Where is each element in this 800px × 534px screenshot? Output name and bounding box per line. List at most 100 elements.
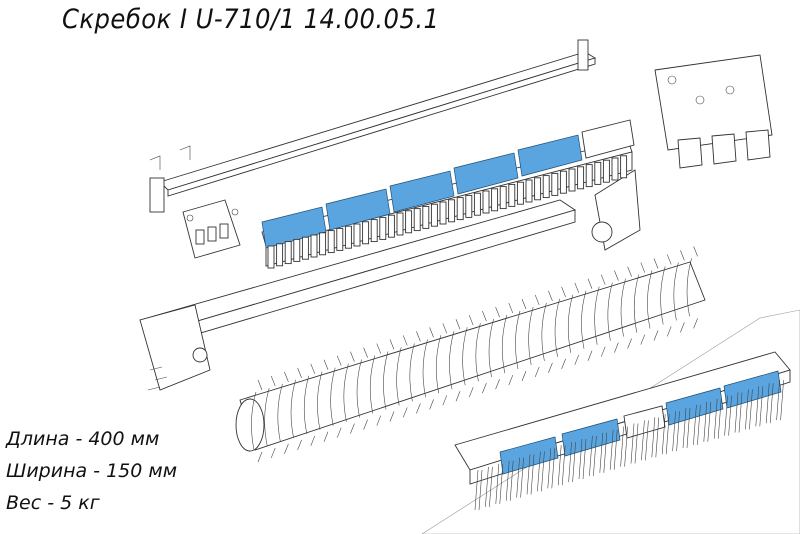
drawing-title: Скребок I U-710/1 14.00.05.1 [62, 4, 440, 35]
roller-tooth [449, 319, 461, 402]
scraper-tooth [611, 157, 619, 181]
inset-tooth [537, 451, 545, 492]
scraper-tooth [577, 166, 585, 190]
inset-tooth [630, 423, 639, 464]
scraper-tooth [499, 186, 507, 210]
scraper-tooth [516, 181, 524, 205]
inset-tooth [672, 411, 680, 452]
scraper-tooth [267, 245, 275, 269]
inset-tooth [474, 469, 483, 511]
scraper-tooth [542, 175, 550, 199]
roller-tooth [633, 262, 646, 345]
roller-tooth [383, 339, 395, 422]
roller-tooth [554, 286, 566, 369]
roller-tooth [290, 367, 302, 450]
inset-tooth [485, 466, 493, 507]
inset-tooth [589, 435, 597, 476]
inset-tooth [693, 404, 701, 445]
roller-tooth [317, 359, 329, 442]
roller-tooth [528, 294, 540, 378]
roller-tooth [264, 375, 276, 459]
roller-tooth [567, 282, 580, 365]
roller-tooth [462, 315, 474, 398]
right-detail-cluster [654, 54, 773, 169]
roller-tooth [581, 278, 593, 361]
spec-length: Длина - 400 мм [6, 428, 160, 450]
scraper-tooth [534, 177, 542, 201]
scraper-tooth [551, 172, 559, 196]
scraper-tooth [525, 179, 533, 203]
scraper-tooth [353, 223, 361, 247]
scraper-tooth [405, 210, 413, 234]
scraper-tooth [559, 170, 567, 194]
roller-tooth [686, 246, 698, 329]
inset-tooth [578, 438, 587, 480]
roller-tooth [594, 274, 606, 357]
spec-weight: Вес - 5 кг [6, 492, 100, 514]
roller-tooth [660, 254, 672, 337]
scraper-tooth [276, 243, 284, 267]
assembly-inset [421, 309, 800, 534]
scraper-teeth-row [267, 155, 628, 269]
scraper-tooth [370, 219, 378, 243]
inset-tooth [776, 380, 784, 421]
inset-tooth [745, 389, 753, 430]
scraper-tooth [491, 188, 499, 212]
side-bracket-left [139, 304, 211, 391]
left-detail-cluster [182, 199, 241, 259]
inset-tooth [713, 398, 722, 439]
roller-tooth [330, 355, 342, 438]
scraper-tooth [422, 205, 430, 229]
roller-tooth [673, 250, 685, 333]
inset-tooth [724, 395, 732, 436]
scraper-tooth [473, 192, 481, 216]
inset-tooth [516, 457, 524, 498]
scraper-tooth [379, 216, 387, 240]
roller-tooth [607, 270, 619, 353]
inset-tooth [495, 463, 504, 504]
roller-tooth [422, 327, 434, 410]
scraper-tooth [620, 155, 628, 179]
inset-tooth [755, 386, 764, 427]
roller-tooth [396, 335, 408, 418]
scraper-tooth [327, 230, 335, 254]
roller-tooth [303, 363, 316, 446]
inset-tooth [661, 414, 670, 455]
inset-tooth [703, 401, 712, 442]
scraper-tooth [482, 190, 490, 214]
inset-tooth [599, 432, 608, 473]
roller-tooth [343, 351, 355, 434]
scraper-tooth [456, 197, 464, 221]
scraper-tooth [439, 201, 447, 225]
scraper-tooth [430, 203, 438, 227]
roller-tooth [369, 343, 382, 426]
roller-tooth [435, 323, 448, 406]
roller-tooth [515, 298, 527, 382]
inset-tooth [505, 460, 514, 501]
scraper-tooth [301, 236, 309, 260]
inset-tooth [547, 448, 556, 489]
scraper-tooth [594, 161, 602, 185]
inset-tooth [526, 454, 535, 495]
inset-tooth [765, 383, 774, 424]
roller-tooth [409, 331, 421, 414]
scraper-tooth [319, 232, 327, 256]
inset-tooth [682, 407, 691, 449]
scraper-tooth [585, 164, 593, 188]
scraper-tooth [568, 168, 576, 192]
scraper-tooth [344, 225, 352, 249]
inset-tooth [557, 445, 566, 486]
scraper-tooth [413, 208, 421, 232]
inset-tooth [734, 392, 743, 433]
scraper-tooth [396, 212, 404, 236]
scraper-tooth [293, 238, 301, 262]
roller-tooth [251, 379, 263, 463]
roller-tooth [475, 311, 487, 394]
scraper-tooth [508, 183, 516, 207]
roller-tooth [647, 258, 659, 341]
scraper-tooth [602, 159, 610, 183]
roller-tooth [620, 266, 632, 349]
roller-tooth [356, 347, 368, 430]
scraper-tooth [336, 227, 344, 251]
